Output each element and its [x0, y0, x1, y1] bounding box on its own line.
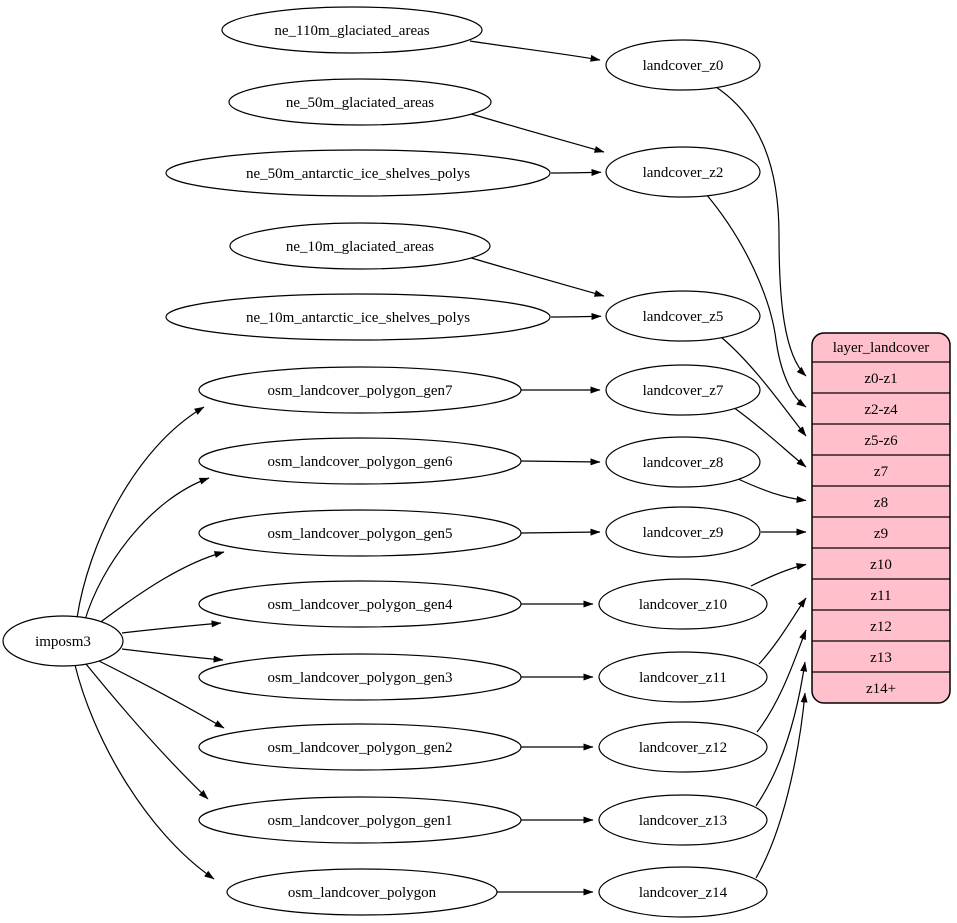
edge-landcover-z10-to-row-z10 [750, 563, 807, 587]
layer-landcover-title: layer_landcover [833, 340, 930, 356]
svg-text:osm_landcover_polygon_gen7: osm_landcover_polygon_gen7 [268, 383, 453, 399]
svg-text:ne_50m_glaciated_areas: ne_50m_glaciated_areas [286, 95, 434, 111]
edge-ne-10m-antarctic-ice-shelves-polys-to-landcover-z5 [550, 312, 602, 320]
svg-text:ne_10m_antarctic_ice_shelves_p: ne_10m_antarctic_ice_shelves_polys [246, 310, 470, 326]
svg-text:landcover_z0: landcover_z0 [643, 58, 724, 74]
edge-landcover-z14-to-row-z14plus [755, 692, 808, 879]
edge-ne-50m-antarctic-ice-shelves-polys-to-landcover-z2 [550, 168, 602, 176]
svg-text:osm_landcover_polygon_gen5: osm_landcover_polygon_gen5 [268, 526, 453, 542]
node-landcover-z12: landcover_z12 [598, 721, 768, 773]
edge-landcover-z0-to-row-z0-z1 [715, 86, 807, 377]
edge-osm-landcover-polygon-gen5-to-landcover-z9 [520, 528, 601, 536]
node-osm-landcover-polygon-gen3: osm_landcover_polygon_gen3 [198, 653, 522, 701]
edge-landcover-z7-to-row-z7 [732, 406, 807, 468]
edge-imposm3-to-osm-landcover-polygon [74, 664, 215, 880]
node-osm-landcover-polygon-gen1: osm_landcover_polygon_gen1 [198, 796, 522, 844]
edge-imposm3-to-osm-landcover-polygon-gen1 [85, 663, 209, 800]
svg-text:landcover_z9: landcover_z9 [643, 525, 724, 541]
svg-text:landcover_z8: landcover_z8 [643, 455, 724, 471]
node-osm-landcover-polygon-gen7: osm_landcover_polygon_gen7 [198, 366, 522, 414]
edge-imposm3-to-osm-landcover-polygon-gen6 [84, 477, 210, 621]
node-ne-10m-glaciated-areas: ne_10m_glaciated_areas [229, 222, 491, 270]
svg-text:imposm3: imposm3 [35, 634, 91, 650]
edge-imposm3-to-osm-landcover-polygon-gen2 [98, 660, 225, 729]
node-landcover-z9: landcover_z9 [605, 506, 761, 558]
node-ne-50m-glaciated-areas: ne_50m_glaciated_areas [228, 78, 492, 126]
node-ne-50m-antarctic-ice-shelves-polys: ne_50m_antarctic_ice_shelves_polys [165, 149, 551, 197]
node-osm-landcover-polygon-gen4: osm_landcover_polygon_gen4 [198, 580, 522, 628]
edge-imposm3-to-osm-landcover-polygon-gen4 [121, 620, 222, 634]
node-landcover-z10: landcover_z10 [598, 578, 768, 630]
svg-text:landcover_z2: landcover_z2 [643, 165, 724, 181]
row-z2-z4: z2-z4 [864, 402, 898, 418]
edge-osm-landcover-polygon-gen6-to-landcover-z8 [520, 458, 601, 466]
svg-text:ne_110m_glaciated_areas: ne_110m_glaciated_areas [274, 23, 429, 39]
row-z0-z1: z0-z1 [864, 371, 897, 387]
node-landcover-z11: landcover_z11 [598, 651, 768, 703]
edge-imposm3-to-osm-landcover-polygon-gen7 [76, 406, 205, 619]
edge-imposm3-to-osm-landcover-polygon-gen5 [97, 551, 225, 625]
edge-landcover-z8-to-row-z8 [735, 477, 807, 503]
row-z5-z6: z5-z6 [864, 433, 898, 449]
layer-landcover-box [811, 332, 951, 704]
svg-text:osm_landcover_polygon_gen1: osm_landcover_polygon_gen1 [268, 813, 453, 829]
svg-text:landcover_z13: landcover_z13 [639, 813, 727, 829]
edge-landcover-z2-to-row-z2-z4 [705, 193, 807, 408]
svg-text:landcover_z10: landcover_z10 [639, 597, 727, 613]
node-landcover-z13: landcover_z13 [598, 794, 768, 846]
svg-text:osm_landcover_polygon_gen3: osm_landcover_polygon_gen3 [268, 670, 453, 686]
row-z14plus: z14+ [866, 681, 896, 697]
node-landcover-z2: landcover_z2 [605, 146, 761, 198]
row-z10: z10 [870, 557, 892, 573]
node-landcover-z0: landcover_z0 [605, 39, 761, 91]
node-layer-landcover: layer_landcover z0-z1 z2-z4 z5-z6 z7 z8 … [811, 332, 951, 704]
svg-text:landcover_z7: landcover_z7 [643, 383, 724, 399]
svg-text:landcover_z12: landcover_z12 [639, 740, 727, 756]
node-osm-landcover-polygon: osm_landcover_polygon [226, 868, 498, 916]
svg-text:osm_landcover_polygon_gen2: osm_landcover_polygon_gen2 [268, 740, 453, 756]
node-landcover-z5: landcover_z5 [605, 290, 761, 342]
node-imposm3: imposm3 [2, 615, 124, 667]
svg-text:ne_10m_glaciated_areas: ne_10m_glaciated_areas [286, 239, 434, 255]
edge-landcover-z11-to-row-z11 [758, 597, 807, 665]
node-ne-110m-glaciated-areas: ne_110m_glaciated_areas [221, 6, 483, 54]
node-osm-landcover-polygon-gen6: osm_landcover_polygon_gen6 [198, 437, 522, 485]
edge-landcover-z12-to-row-z12 [756, 629, 807, 733]
row-z7: z7 [874, 464, 889, 480]
edge-landcover-z5-to-row-z5-z6 [720, 336, 807, 437]
svg-text:osm_landcover_polygon_gen4: osm_landcover_polygon_gen4 [268, 597, 453, 613]
node-landcover-z8: landcover_z8 [605, 436, 761, 488]
svg-text:ne_50m_antarctic_ice_shelves_p: ne_50m_antarctic_ice_shelves_polys [246, 166, 470, 182]
node-osm-landcover-polygon-gen5: osm_landcover_polygon_gen5 [198, 509, 522, 557]
svg-text:landcover_z11: landcover_z11 [639, 670, 727, 686]
edge-ne-10m-glaciated-areas-to-landcover-z5 [467, 256, 605, 297]
row-z11: z11 [870, 588, 891, 604]
node-landcover-z14: landcover_z14 [598, 866, 768, 918]
svg-text:osm_landcover_polygon_gen6: osm_landcover_polygon_gen6 [268, 454, 453, 470]
row-z8: z8 [874, 495, 888, 511]
edge-landcover-z13-to-row-z13 [755, 661, 808, 807]
svg-text:landcover_z14: landcover_z14 [639, 885, 728, 901]
svg-text:osm_landcover_polygon: osm_landcover_polygon [288, 885, 437, 901]
edge-ne-110m-glaciated-areas-to-landcover-z0 [469, 40, 601, 62]
svg-text:landcover_z5: landcover_z5 [643, 309, 724, 325]
node-osm-landcover-polygon-gen2: osm_landcover_polygon_gen2 [198, 723, 522, 771]
edge-imposm3-to-osm-landcover-polygon-gen3 [121, 648, 224, 663]
row-z13: z13 [870, 650, 892, 666]
node-landcover-z7: landcover_z7 [605, 364, 761, 416]
row-z9: z9 [874, 526, 888, 542]
row-z12: z12 [870, 619, 892, 635]
edge-ne-50m-glaciated-areas-to-landcover-z2 [467, 112, 605, 153]
node-ne-10m-antarctic-ice-shelves-polys: ne_10m_antarctic_ice_shelves_polys [165, 293, 551, 341]
